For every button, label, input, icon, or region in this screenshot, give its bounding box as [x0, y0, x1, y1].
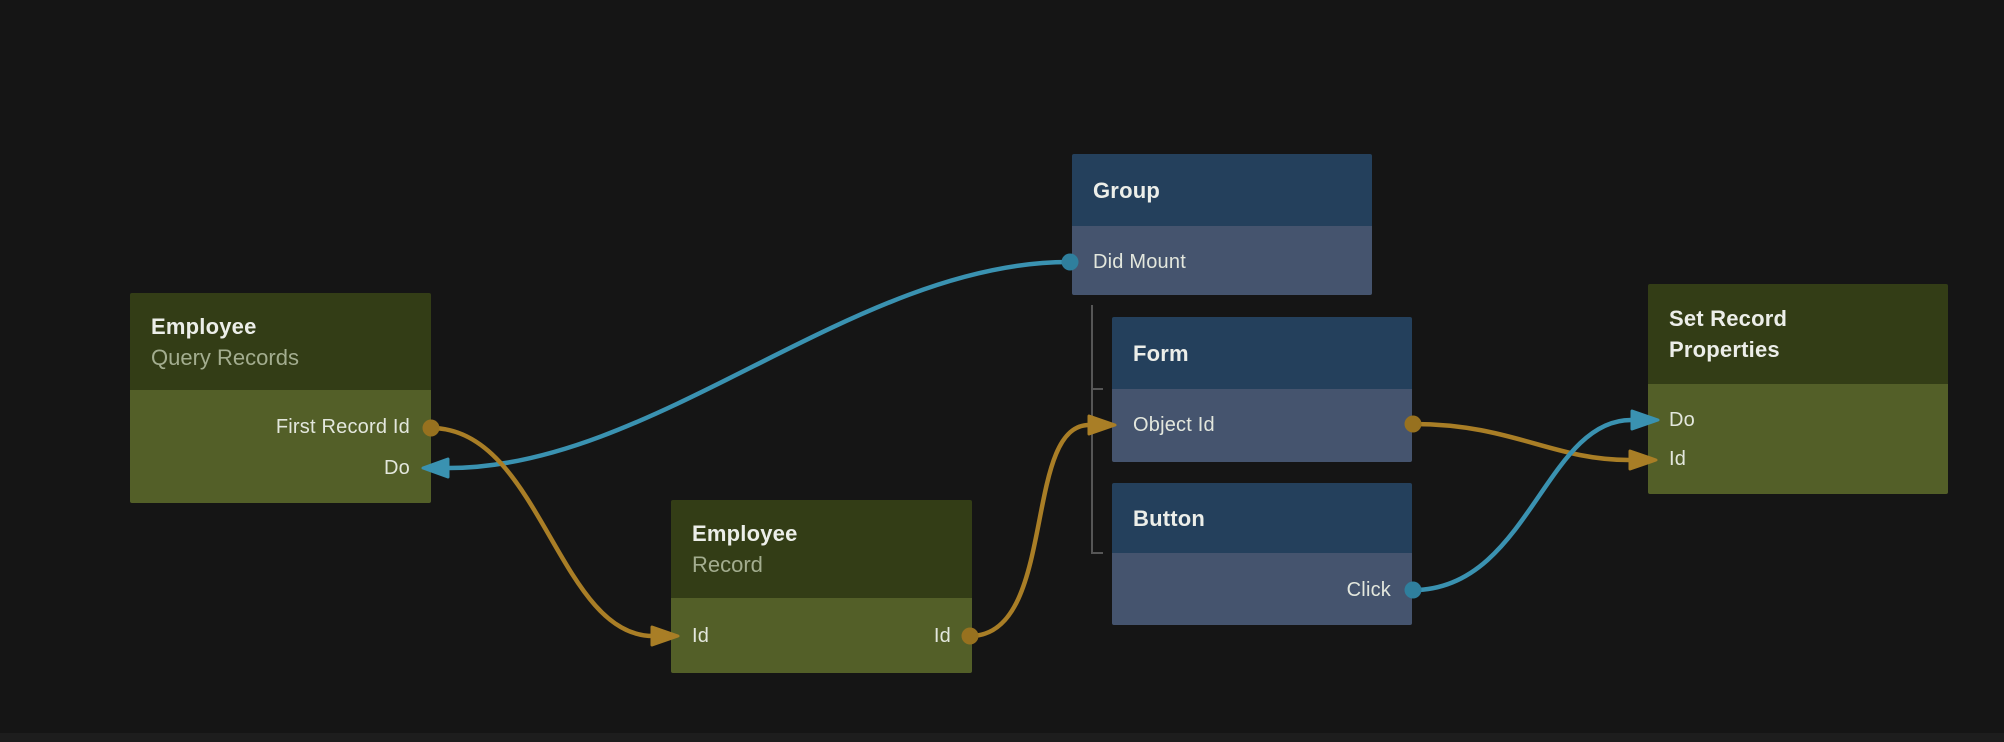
node-set-record-properties[interactable]: Set Record Properties Do Id — [1648, 284, 1948, 494]
arrowhead-do-input[interactable] — [421, 457, 450, 479]
port-dot-click[interactable] — [1404, 581, 1422, 599]
node-body — [1072, 226, 1372, 295]
node-title: Set Record Properties — [1669, 306, 1788, 362]
wire-firstrecordid-to-id[interactable] — [428, 425, 656, 639]
port-id-input-label: Id — [692, 624, 710, 647]
node-title: Employee — [151, 313, 257, 339]
port-id[interactable]: Id — [1648, 445, 1948, 473]
arrowhead-objectid-input[interactable] — [1087, 414, 1117, 436]
wire-click-to-do[interactable] — [1410, 417, 1634, 593]
node-employee-query-records[interactable]: Employee Query Records First Record Id D… — [130, 293, 431, 503]
wire-objectid-to-id[interactable] — [1410, 421, 1632, 463]
port-label: First Record Id — [275, 415, 410, 438]
node-header: Group — [1072, 154, 1372, 226]
port-do[interactable]: Do — [1648, 406, 1948, 434]
port-did-mount[interactable]: Did Mount — [1072, 248, 1372, 276]
node-title: Group — [1093, 177, 1160, 203]
arrowhead-id-input[interactable] — [650, 625, 680, 647]
node-group[interactable]: Group Did Mount — [1072, 154, 1372, 295]
port-label: Did Mount — [1093, 250, 1186, 273]
node-title: Employee — [692, 521, 798, 546]
canvas-bottom-edge — [0, 733, 2004, 742]
node-subtitle: Query Records — [151, 344, 299, 370]
port-id-output-label: Id — [933, 624, 951, 647]
node-header: Employee Record — [671, 500, 972, 598]
node-header: Form — [1112, 317, 1412, 389]
port-label: Do — [1669, 408, 1695, 431]
node-body — [1112, 553, 1412, 625]
node-title: Button — [1133, 505, 1206, 531]
node-header: Employee Query Records — [130, 293, 431, 390]
node-body — [671, 598, 972, 673]
port-first-record-id[interactable]: First Record Id — [130, 413, 431, 441]
port-dot-record-id-out[interactable] — [961, 627, 979, 645]
port-do[interactable]: Do — [130, 454, 431, 482]
arrowhead-srp-id-input[interactable] — [1628, 449, 1658, 471]
port-row-id[interactable]: Id Id — [671, 622, 972, 650]
hierarchy-line-group-button — [1091, 305, 1103, 554]
node-body — [1112, 389, 1412, 462]
port-dot-object-id-out[interactable] — [1404, 415, 1422, 433]
node-body — [130, 390, 431, 503]
port-label: Click — [1346, 578, 1391, 601]
wire-id-to-objectid[interactable] — [967, 422, 1092, 639]
port-click[interactable]: Click — [1112, 576, 1412, 604]
wire-didmount-to-do[interactable] — [446, 259, 1071, 471]
node-header: Set Record Properties — [1648, 284, 1948, 384]
port-label: Id — [1669, 447, 1687, 470]
port-object-id[interactable]: Object Id — [1112, 411, 1412, 439]
node-button[interactable]: Button Click — [1112, 483, 1412, 625]
port-label: Do — [384, 456, 410, 479]
port-dot-first-record-id[interactable] — [422, 419, 440, 437]
node-title: Form — [1133, 340, 1189, 366]
node-form[interactable]: Form Object Id — [1112, 317, 1412, 462]
port-dot-did-mount[interactable] — [1061, 253, 1079, 271]
port-label: Object Id — [1133, 413, 1215, 436]
arrowhead-srp-do-input[interactable] — [1630, 409, 1660, 431]
node-header: Button — [1112, 483, 1412, 553]
node-subtitle: Record — [692, 552, 763, 577]
node-employee-record[interactable]: Employee Record Id Id — [671, 500, 972, 673]
node-body — [1648, 384, 1948, 494]
